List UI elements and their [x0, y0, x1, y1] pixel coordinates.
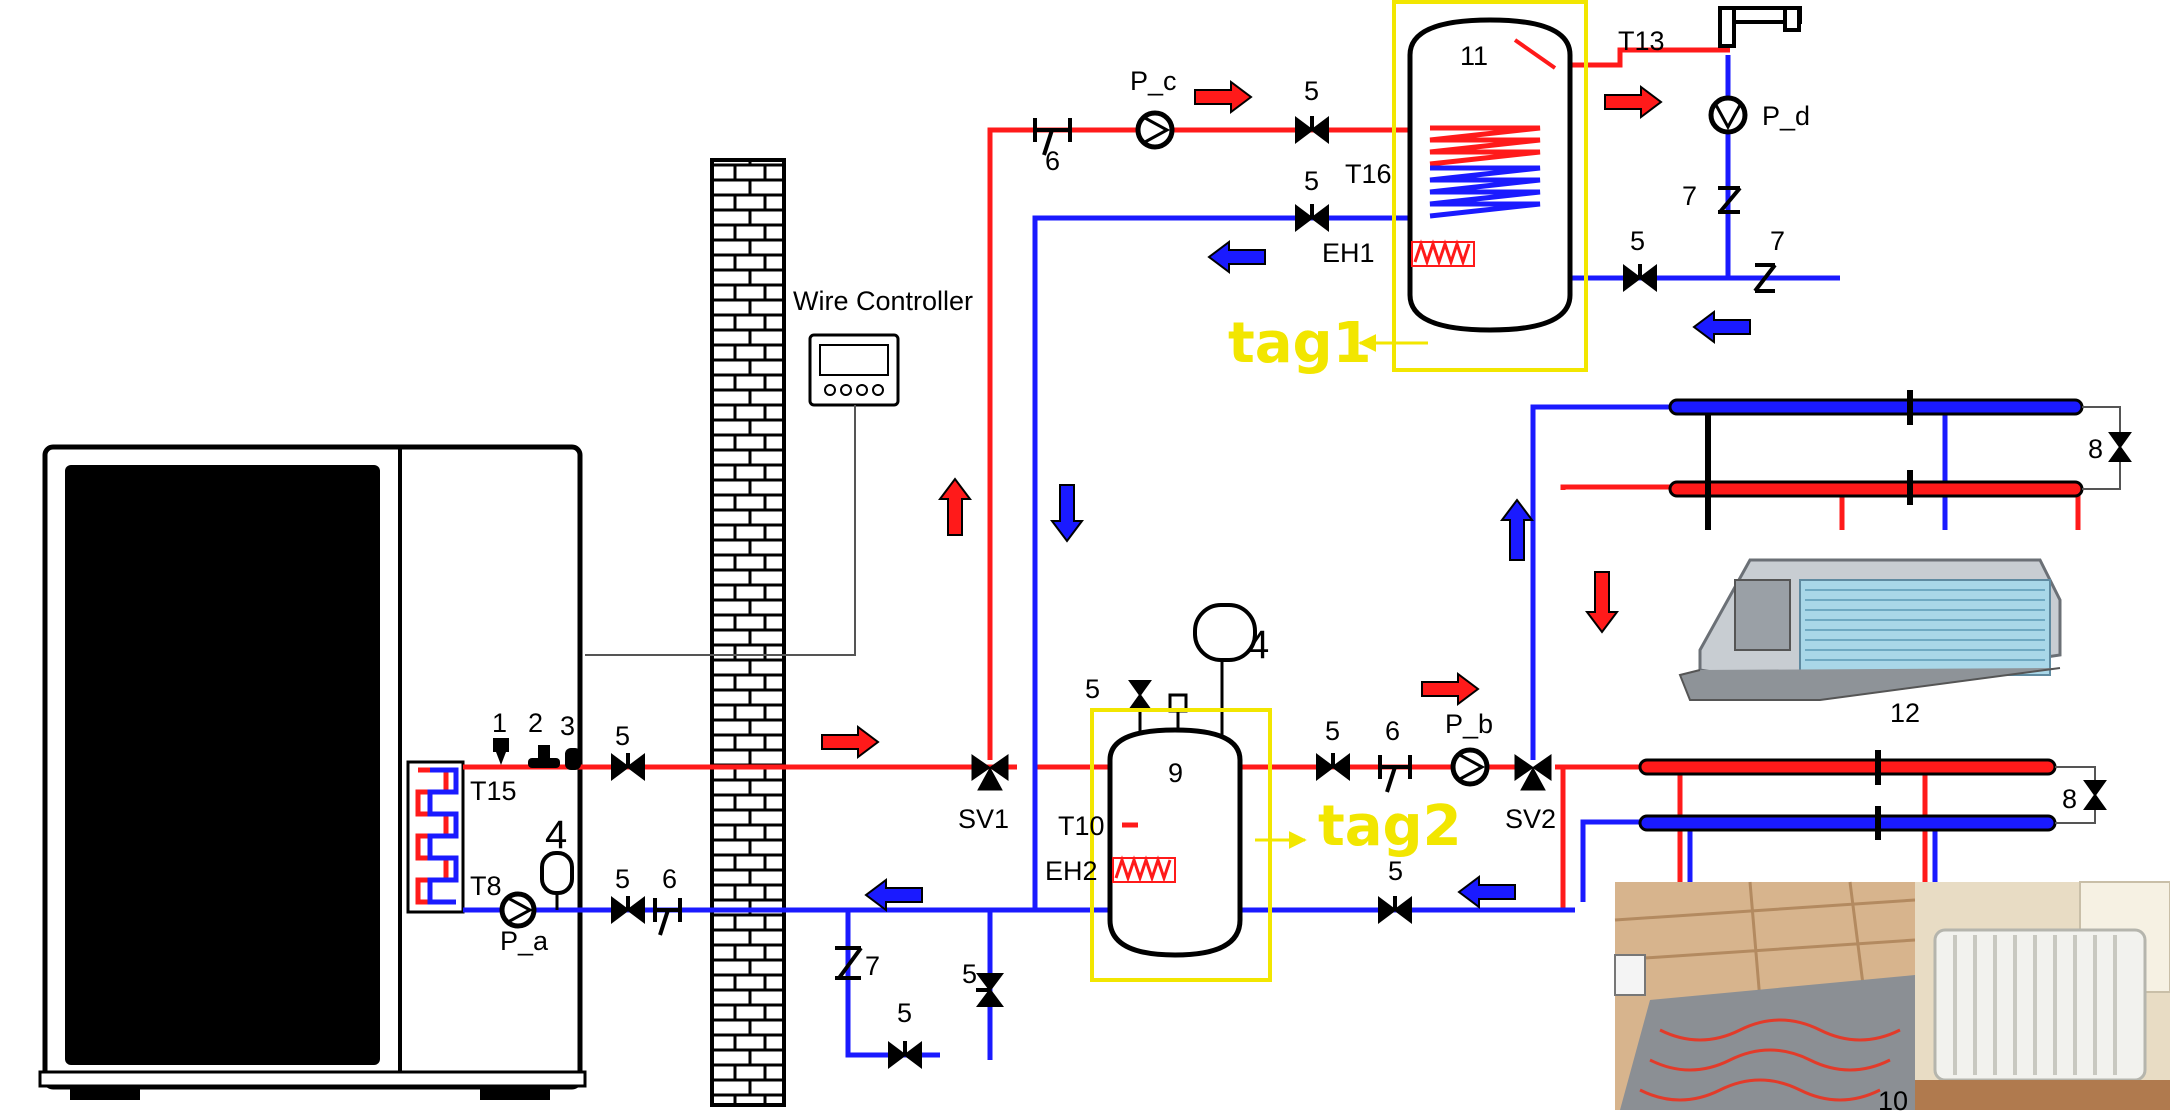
outdoor-unit — [38, 444, 587, 1100]
label-sv1: SV1 — [958, 804, 1009, 834]
expansion-tank-unit — [540, 851, 574, 910]
valve-5-hot-out — [611, 753, 645, 781]
valve-5-return — [1378, 896, 1412, 924]
label-t8: T8 — [470, 871, 502, 901]
valve-8-fan-coil — [2108, 432, 2132, 462]
label-9: 9 — [1168, 758, 1183, 788]
label-8-a: 8 — [2088, 434, 2103, 464]
flow-switch-2 — [528, 745, 560, 768]
label-eh1: EH1 — [1322, 238, 1375, 268]
label-1: 1 — [492, 708, 507, 738]
plate-heat-exchanger — [406, 760, 465, 914]
faucet-icon — [1718, 6, 1802, 48]
label-t15: T15 — [470, 776, 517, 806]
pump-pc-icon — [1135, 110, 1175, 150]
valve-5-cold-supply — [1623, 264, 1657, 292]
label-eh2: EH2 — [1045, 856, 1098, 886]
label-6-b: 6 — [1045, 146, 1060, 176]
label-sv2: SV2 — [1505, 804, 1556, 834]
pump-pb-icon — [1450, 747, 1490, 787]
check-valve-7-unit — [835, 946, 863, 980]
floor-heating-manifold — [1638, 750, 2096, 840]
label-3: 3 — [560, 711, 575, 741]
valve-5-pb — [1316, 753, 1350, 781]
label-4-unit: 4 — [545, 813, 567, 857]
label-5-d: 5 — [962, 959, 977, 989]
tag1-highlight-box — [1392, 0, 1588, 372]
label-pc: P_c — [1130, 66, 1177, 96]
floor-heating-radiator-image — [1614, 881, 2170, 1110]
three-way-valve-sv1 — [971, 754, 1009, 791]
label-pb: P_b — [1445, 709, 1493, 739]
three-way-valve-sv2 — [1514, 754, 1552, 791]
label-5-j: 5 — [1388, 856, 1403, 886]
label-7-c: 7 — [1770, 226, 1785, 256]
label-pa: P_a — [500, 926, 549, 956]
label-11: 11 — [1460, 41, 1488, 71]
label-10: 10 — [1878, 1086, 1908, 1116]
label-6-a: 6 — [662, 864, 677, 894]
label-5-i: 5 — [1325, 716, 1340, 746]
label-t13: T13 — [1618, 26, 1665, 56]
buffer-tank — [1107, 693, 1243, 958]
valve-5-cold-in — [611, 896, 645, 924]
label-2: 2 — [528, 708, 543, 738]
label-5-e: 5 — [1304, 76, 1319, 106]
brick-wall — [710, 158, 786, 1107]
filter-6-unit — [653, 898, 682, 936]
label-5-g: 5 — [1630, 226, 1645, 256]
label-4-exp: 4 — [1247, 623, 1269, 667]
filter-6-pc — [1033, 118, 1072, 156]
label-t10: T10 — [1058, 811, 1105, 841]
label-5-a: 5 — [615, 721, 630, 751]
pump-pd-icon — [1708, 95, 1748, 135]
label-pd: P_d — [1762, 101, 1810, 131]
label-12: 12 — [1890, 698, 1920, 728]
check-valve-7-dhw — [1718, 186, 1742, 214]
valves — [611, 116, 2132, 1069]
check-valve-7-cold — [1753, 263, 1777, 293]
pump-pa-icon — [499, 891, 537, 929]
wire-controller-label: Wire Controller — [793, 286, 973, 316]
label-5-c: 5 — [897, 998, 912, 1028]
label-8-b: 8 — [2062, 784, 2077, 814]
valve-5-drain-a — [888, 1041, 922, 1069]
tag2-label: tag2 — [1318, 794, 1462, 859]
label-7-b: 7 — [1682, 181, 1697, 211]
fan-coil-manifold — [1668, 390, 2121, 530]
valve-5-pc — [1295, 116, 1329, 144]
air-vent-1 — [493, 738, 509, 765]
valve-8-floor — [2083, 780, 2107, 810]
dhw-tank — [1407, 17, 1573, 333]
label-6-c: 6 — [1385, 716, 1400, 746]
wire-controller[interactable] — [808, 333, 900, 407]
valve-5-coil-return — [1295, 204, 1329, 232]
safety-valve-3 — [565, 748, 581, 770]
label-5-f: 5 — [1304, 166, 1319, 196]
valve-5-drain-b — [976, 973, 1004, 1007]
label-5-h: 5 — [1085, 674, 1100, 704]
tag1-label: tag1 — [1228, 311, 1372, 376]
label-7-a: 7 — [865, 951, 880, 981]
valve-5-buffer-top — [1128, 680, 1152, 710]
tag2-highlight-box — [1090, 708, 1272, 982]
expansion-tank-buffer — [1193, 603, 1257, 700]
fan-coil-unit-image — [1678, 558, 2062, 701]
filter-6-pb — [1378, 755, 1412, 793]
controller-cable — [585, 405, 856, 656]
label-t16: T16 — [1345, 159, 1392, 189]
label-5-b: 5 — [615, 864, 630, 894]
flow-arrows — [821, 80, 1751, 912]
